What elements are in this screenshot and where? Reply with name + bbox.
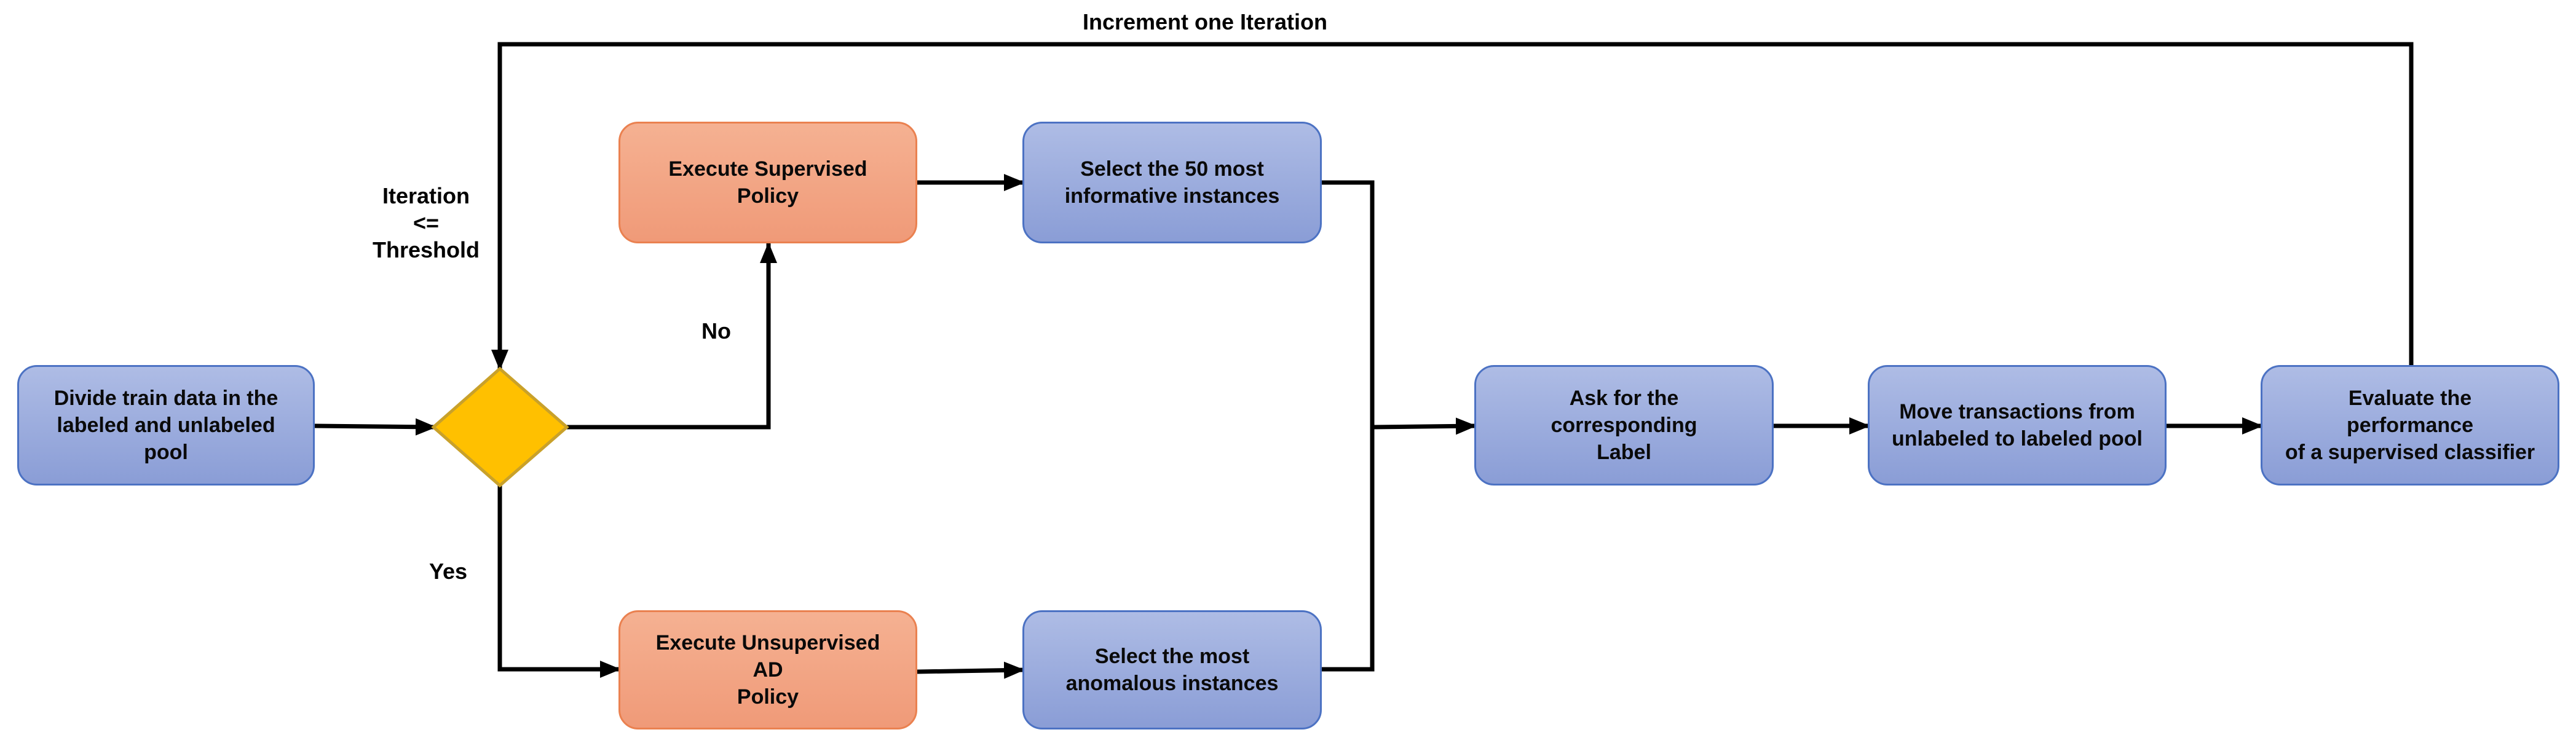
- connector-decision-to-unsupervised: [497, 486, 621, 678]
- divide-train-data-node: Divide train data in the labeled and unl…: [17, 365, 315, 486]
- select-informative-instances-node: Select the 50 most informative instances: [1022, 122, 1322, 243]
- no-branch-label: No: [701, 318, 731, 344]
- select-anomalous-instances-node: Select the most anomalous instances: [1022, 610, 1322, 729]
- execute-unsupervised-policy-node: Execute Unsupervised AD Policy: [618, 610, 917, 729]
- evaluate-classifier-node: Evaluate the performance of a supervised…: [2261, 365, 2559, 486]
- connector-divide-to-decision: [314, 418, 437, 436]
- connector-merge-to-ask-label: [1372, 417, 1477, 435]
- yes-branch-label: Yes: [429, 559, 468, 584]
- connector-unsupervised-to-anomalous: [917, 661, 1025, 679]
- connector-decision-to-supervised: [567, 242, 777, 430]
- ask-for-label-node: Ask for the corresponding Label: [1474, 365, 1774, 486]
- move-transactions-node: Move transactions from unlabeled to labe…: [1868, 365, 2167, 486]
- condition-label: Iteration <= Threshold: [372, 183, 480, 262]
- connector-evaluate-loop-back: [491, 42, 2414, 371]
- connector-informative-to-merge: [1322, 180, 1375, 672]
- decision-diamond: [431, 366, 569, 488]
- loop-label: Increment one Iteration: [1082, 9, 1328, 34]
- execute-supervised-policy-node: Execute Supervised Policy: [618, 122, 917, 243]
